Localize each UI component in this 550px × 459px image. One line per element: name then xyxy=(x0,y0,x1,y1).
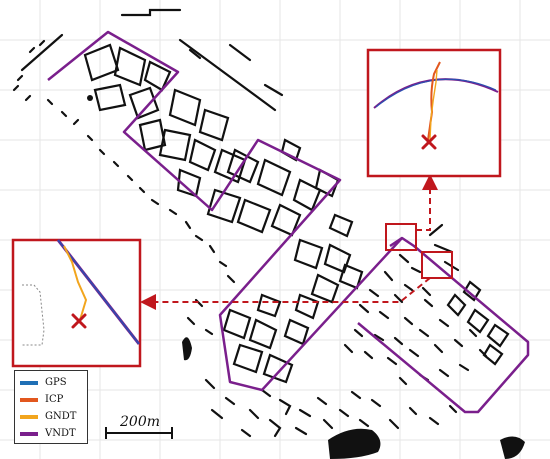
legend-swatch xyxy=(20,431,38,436)
legend-label: ICP xyxy=(45,394,64,405)
legend: GPS ICP GNDT VNDT xyxy=(14,370,88,444)
inset-gps-trajectory xyxy=(375,78,497,108)
vndt-route-loop xyxy=(47,30,530,414)
legend-item-gps: GPS xyxy=(20,374,82,391)
dark-terrain-patches xyxy=(87,95,525,459)
scale-bar-graphic xyxy=(105,427,173,439)
red-cross-marker xyxy=(71,313,87,329)
legend-swatch xyxy=(20,414,38,419)
legend-swatch xyxy=(20,397,38,402)
legend-item-icp: ICP xyxy=(20,391,82,408)
legend-swatch xyxy=(20,380,38,385)
inset-gndt-trajectory xyxy=(429,69,438,141)
zoom-region-top xyxy=(385,223,417,251)
legend-label: VNDT xyxy=(45,428,76,439)
inset-gndt-curve xyxy=(63,245,88,321)
red-cross-marker xyxy=(421,134,437,150)
legend-label: GNDT xyxy=(45,411,77,422)
route-corner-detail xyxy=(389,236,403,248)
scale-bar-label: 200m xyxy=(120,414,160,430)
connector-arrow-top xyxy=(416,174,438,231)
inset-left xyxy=(11,238,142,368)
legend-item-gndt: GNDT xyxy=(20,408,82,425)
inset-point-cloud-wall xyxy=(22,284,45,346)
inset-top-right xyxy=(366,48,502,178)
zoom-region-right xyxy=(421,251,453,279)
legend-item-vndt: VNDT xyxy=(20,425,82,442)
legend-label: GPS xyxy=(45,377,67,388)
connector-arrow-left xyxy=(140,277,431,310)
